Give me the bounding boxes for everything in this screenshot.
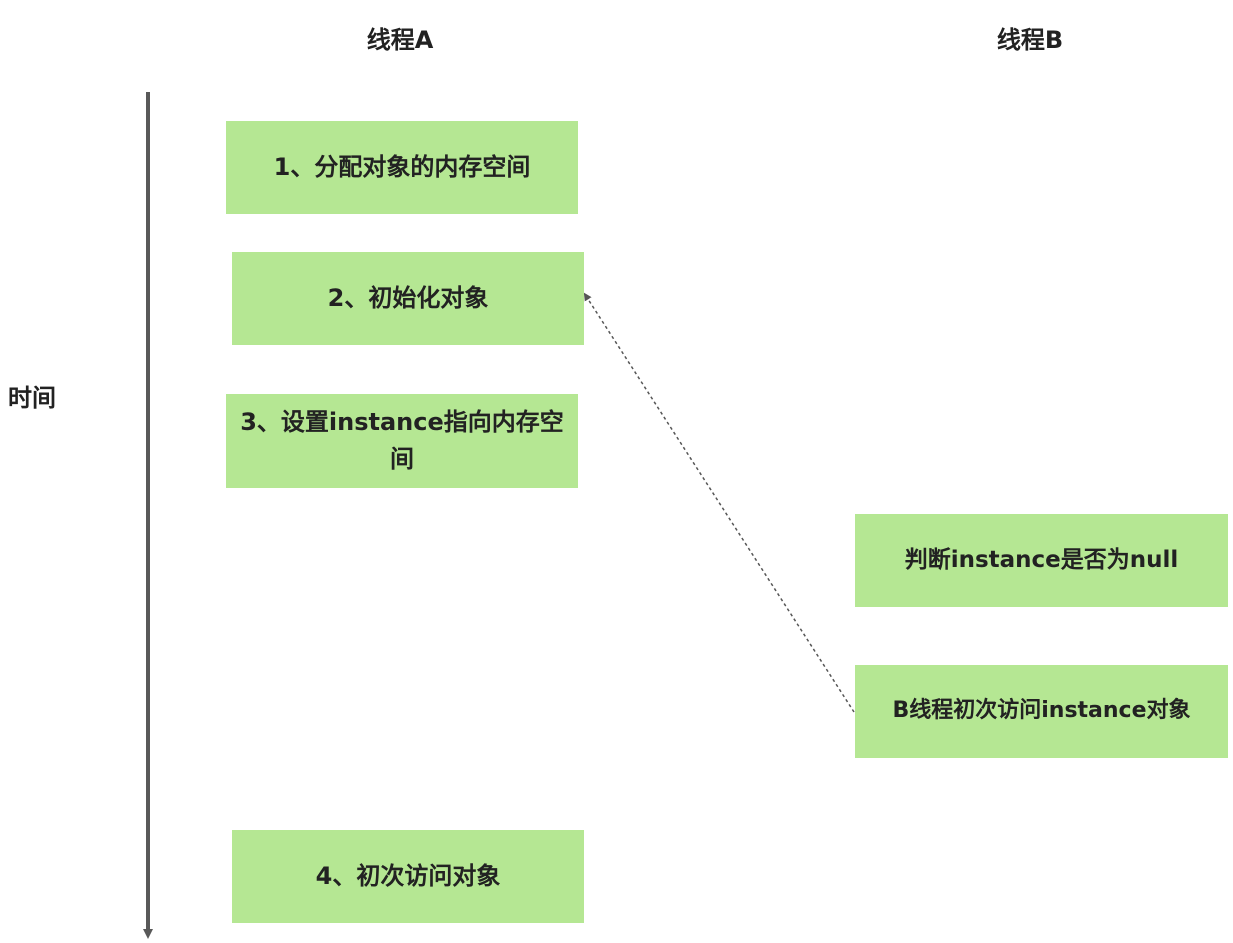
thread-a-header: 线程A — [366, 26, 434, 54]
step-b-null-check: 判断instance是否为null — [855, 514, 1228, 607]
step-first-access: 4、初次访问对象 — [232, 830, 584, 923]
step-init-object: 2、初始化对象 — [232, 252, 584, 345]
time-axis-label: 时间 — [8, 384, 56, 412]
dependency-arrow — [583, 292, 855, 713]
step-allocate-memory: 1、分配对象的内存空间 — [226, 121, 578, 214]
step-set-instance-pointer: 3、设置instance指向内存空间 — [226, 394, 578, 488]
thread-b-header: 线程B — [996, 26, 1064, 54]
step-b-first-access: B线程初次访问instance对象 — [855, 665, 1228, 758]
